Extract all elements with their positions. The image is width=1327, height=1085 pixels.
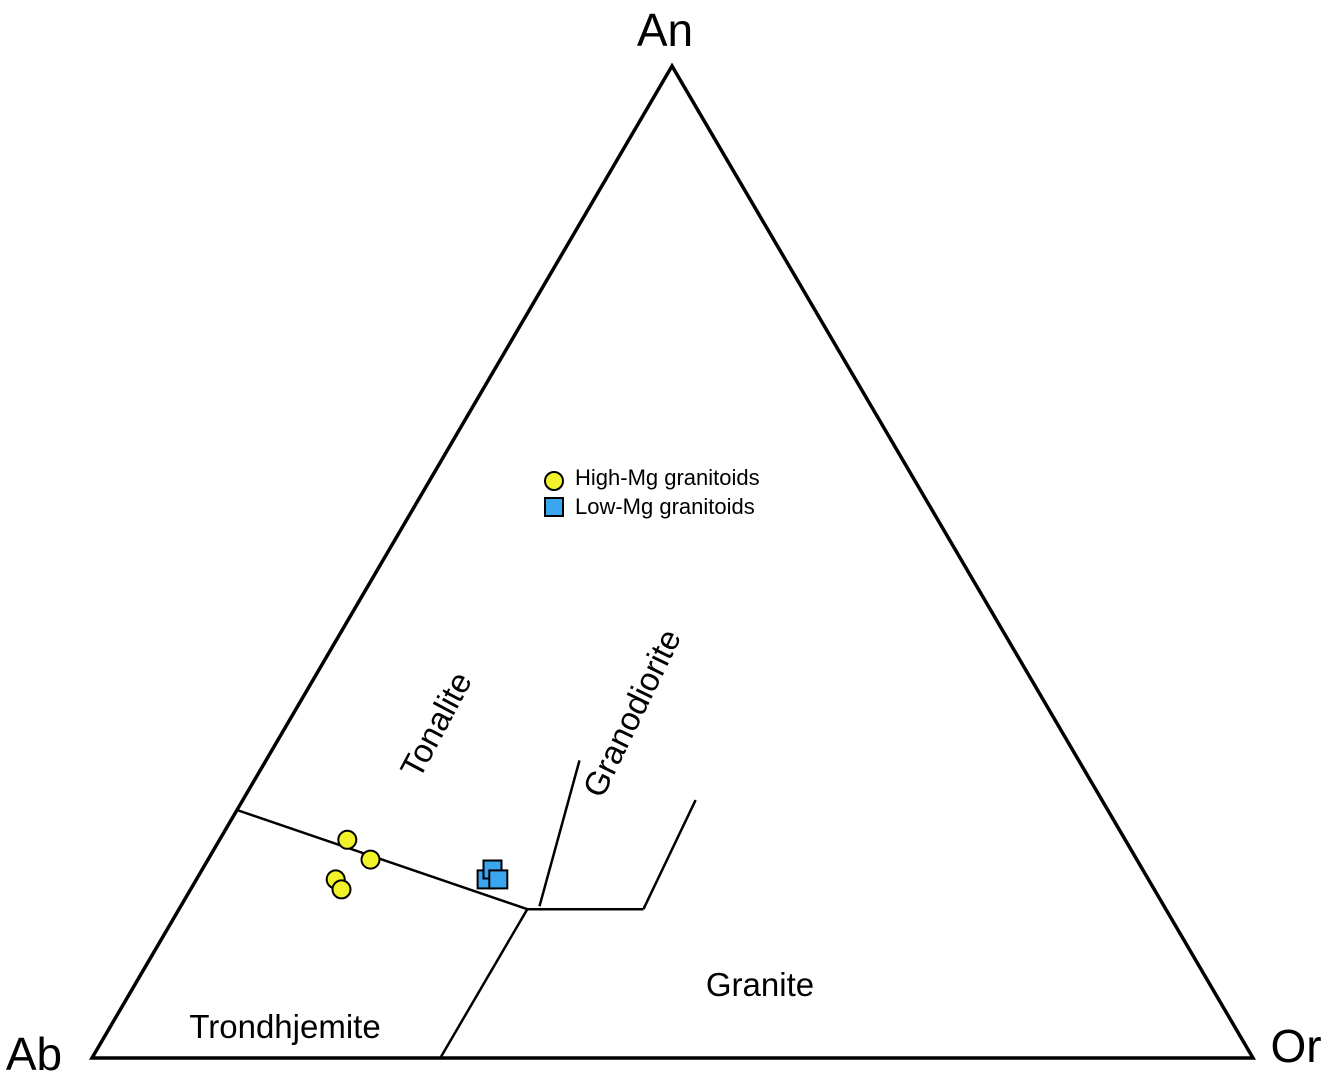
legend-marker-low-mg [544, 497, 564, 517]
field-label-granite: Granite [706, 966, 814, 1003]
boundary-tonalite-trondhjemite [236, 808, 528, 911]
legend: High-Mg granitoids Low-Mg granitoids [544, 465, 760, 519]
vertex-label-left: Ab [6, 1028, 62, 1080]
field-label-tonalite: Tonalite [393, 666, 479, 784]
field-boundaries [236, 760, 697, 1059]
high-mg-point-1 [337, 829, 358, 850]
high-mg-point-4 [331, 879, 352, 900]
vertex-label-right: Or [1270, 1020, 1321, 1072]
legend-label-low-mg: Low-Mg granitoids [575, 494, 755, 519]
ternary-triangle [88, 62, 1257, 1060]
vertex-label-top: An [637, 4, 693, 56]
boundary-trondhjemite-granite [439, 908, 529, 1059]
low-mg-point-3 [488, 869, 509, 890]
boundary-tonalite-granodiorite [538, 760, 581, 907]
data-markers [325, 829, 509, 900]
legend-label-high-mg: High-Mg granitoids [575, 465, 760, 490]
field-label-trondhjemite: Trondhjemite [189, 1008, 380, 1045]
boundary-granodiorite-granite-upper [642, 799, 697, 910]
high-mg-point-2 [360, 849, 381, 870]
field-label-granodiorite: Granodiorite [575, 623, 688, 802]
legend-marker-high-mg [544, 471, 564, 491]
